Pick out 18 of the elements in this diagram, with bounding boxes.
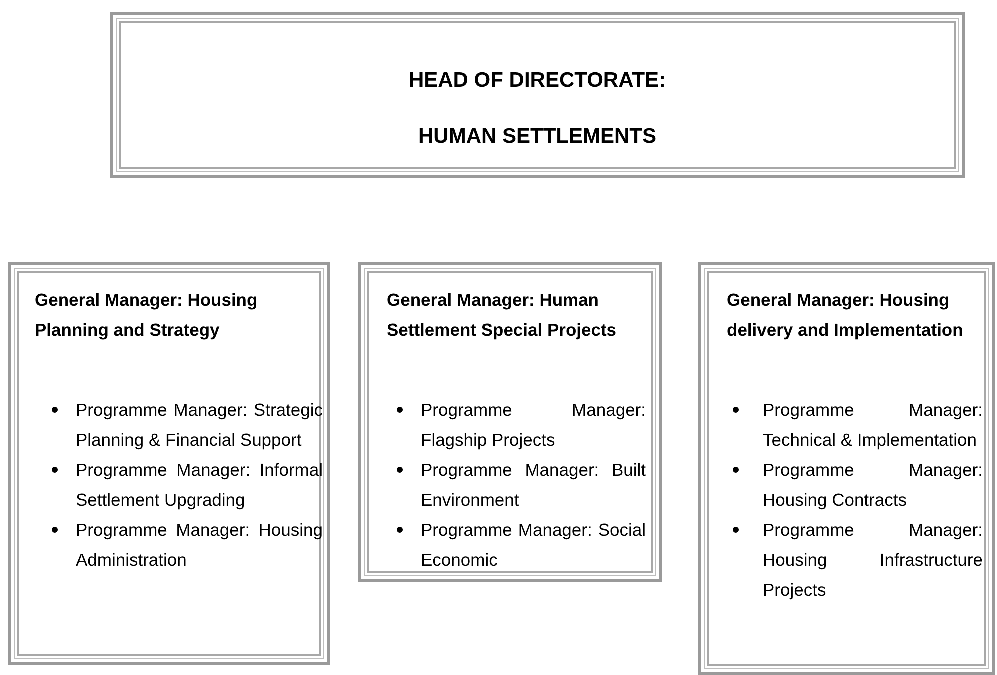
programme-manager-item: Programme Manager: Housing Contracts [763,460,983,510]
heading-text: HUMAN SETTLEMENTS [418,125,658,149]
department-box [8,262,330,665]
programme-manager-item: Programme Manager: Flagship Projects [421,400,646,450]
manager-heading: General Manager: Housing delivery and Implementation [727,289,964,342]
programme-manager-item: Programme Manager: Informal Settlement Upgrading [76,460,323,510]
department-box [358,262,662,582]
programme-manager-item: Programme Manager: Housing Administration [76,520,323,570]
title-box [110,12,965,178]
programme-manager-item: Programme Manager: Technical & Implementation [763,400,983,450]
manager-heading: General Manager: Human Settlement Special Projects [387,289,618,342]
programme-manager-item: Programme Manager: Built Environment [421,460,646,510]
heading-text: HEAD OF DIRECTORATE: [408,69,668,93]
programme-manager-item: Programme Manager: Social Economic [421,520,646,570]
department-box [698,262,995,675]
programme-manager-item: Programme Manager: Strategic Planning & Financial Support [76,400,323,450]
programme-manager-item: Programme Manager: Housing Infrastructure Projects [763,520,983,600]
manager-heading: General Manager: Housing Planning and Strategy [35,289,259,342]
